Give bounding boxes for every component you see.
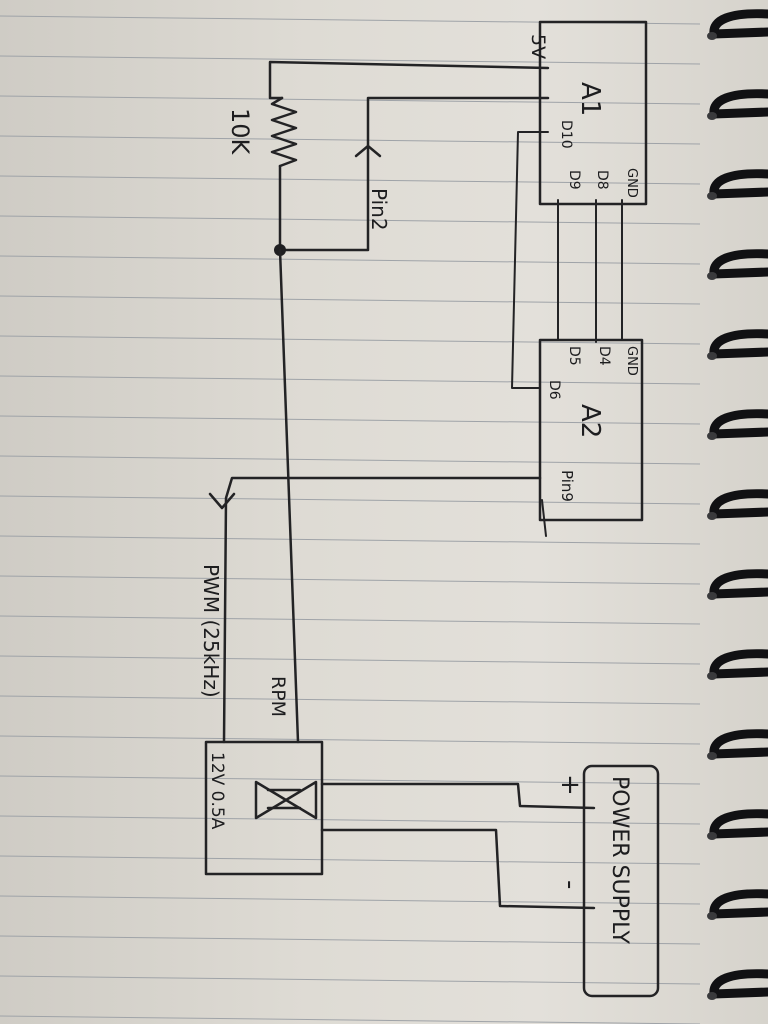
pin2-label: Pin2 [367,188,391,231]
spiral-hole [707,672,717,680]
fan-box [204,740,324,876]
ruled-line [0,495,701,505]
spiral-hole [707,432,717,440]
spiral-hole [707,112,717,120]
a1-box [538,20,648,206]
spiral-binding [707,9,768,1000]
spiral-ring [709,169,768,199]
wire-rpm [278,248,300,744]
ruled-line [0,255,701,265]
ruled-line [0,455,701,465]
wire-5v [268,60,550,100]
ruled-line [0,215,701,225]
ruled-line [0,935,701,945]
a2-gnd-label: GND [624,346,639,376]
spiral-hole [707,512,717,520]
ruled-line [0,615,701,625]
spiral-ring [709,89,768,119]
ruled-line [0,695,701,705]
spiral-ring [709,889,768,919]
ruled-line [0,335,701,345]
spiral-ring [709,729,768,759]
ruled-line [0,375,701,385]
spiral-hole [707,992,717,1000]
resistor-value-label: 10K [226,108,254,156]
power-supply-label: POWER SUPPLY [607,776,632,944]
ps-minus-label: - [555,880,585,889]
spiral-ring [709,569,768,599]
spiral-hole [707,272,717,280]
spiral-ring [709,649,768,679]
spiral-ring [709,409,768,439]
rpm-label: RPM [267,676,289,717]
spiral-hole [707,592,717,600]
a1-gnd-label: GND [624,168,639,198]
ruled-line [0,135,701,145]
spiral-hole [707,32,717,40]
a1-d8-label: D8 [594,170,610,190]
resistor-10k [270,96,298,168]
spiral-hole [707,912,717,920]
wire-plus [320,782,596,810]
a2-d6-label: D6 [546,380,562,400]
spiral-ring [709,249,768,279]
wire-pin2 [278,96,550,252]
a1-d10-label: D10 [558,120,574,149]
ruled-line [0,655,701,665]
a2-pin9-label: Pin9 [558,470,576,502]
ruled-line [0,95,701,105]
a2-d5-label: D5 [566,346,582,366]
ruled-line [0,735,701,745]
ruled-line [0,855,701,865]
ruled-line [0,415,701,425]
wire-pwm [222,476,542,744]
spiral-ring [709,329,768,359]
spiral-ring [709,969,768,999]
spiral-ring [709,489,768,519]
a1-name: A1 [575,82,605,116]
ruled-line [0,575,701,585]
ruled-line [0,975,701,985]
fan-icon [254,780,318,820]
spiral-hole [707,192,717,200]
spiral-hole [707,352,717,360]
spiral-ring [709,9,768,39]
spiral-hole [707,752,717,760]
ruled-line [0,895,701,905]
power-supply-box [582,764,660,998]
ps-plus-label: + [555,774,585,796]
a1-5v-label: 5V [527,34,549,59]
ruled-line [0,175,701,185]
ruled-line [0,535,701,545]
ruled-line [0,815,701,825]
a1-d9-label: D9 [566,170,582,190]
a2-name: A2 [575,404,605,438]
pwm-label: PWM (25kHz) [199,564,223,698]
wire-minus [320,828,596,910]
ruled-line [0,1015,701,1024]
a1-a2-bus [511,131,623,389]
spiral-hole [707,832,717,840]
a2-d4-label: D4 [596,346,612,366]
ruled-line [0,55,701,65]
ruled-line [0,295,701,305]
spiral-ring [709,809,768,839]
fan-rating-label: 12V 0.5A [207,752,227,830]
a2-box [538,338,644,522]
